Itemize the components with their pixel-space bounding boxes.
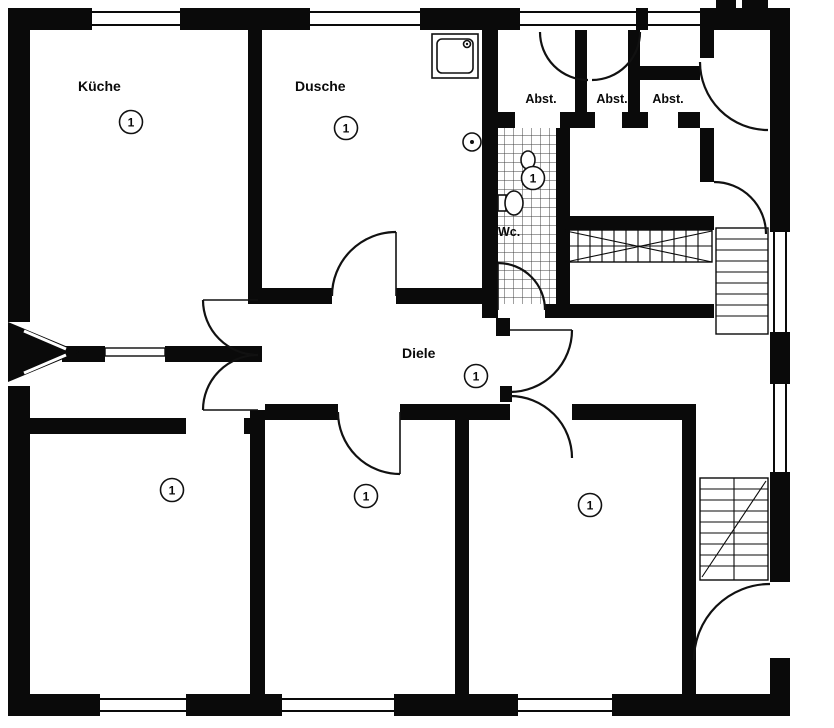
door-arc-icon	[713, 180, 768, 235]
door-arc-icon	[336, 411, 401, 476]
valve-icon	[462, 132, 482, 152]
unit-marker: 1	[577, 492, 603, 518]
chimney-mark	[742, 0, 768, 10]
wall-segment	[622, 112, 648, 128]
unit-marker: 1	[333, 115, 359, 141]
door-arc-icon	[497, 261, 547, 311]
room-labels: Küche Dusche Abst. Abst. Abst. Wc. Diele	[78, 78, 684, 361]
door-arc-icon	[509, 329, 574, 394]
svg-text:1: 1	[343, 122, 350, 136]
room-label-abst-2: Abst.	[596, 92, 627, 106]
wall-segment	[700, 30, 714, 58]
door-arc-icon	[330, 230, 397, 297]
wall-segment	[250, 410, 265, 694]
wall-segment	[682, 404, 696, 694]
room-label-abst-1: Abst.	[525, 92, 556, 106]
svg-text:1: 1	[363, 490, 370, 504]
room-label-abst-3: Abst.	[652, 92, 683, 106]
unit-marker: 1	[118, 109, 144, 135]
wall-segment	[700, 128, 714, 182]
wall-segment	[482, 304, 498, 318]
fixtures	[431, 33, 536, 216]
wall-segment	[400, 404, 455, 420]
door-arc-icon	[698, 61, 769, 132]
wall-segment	[248, 288, 332, 304]
chimney-mark	[716, 0, 736, 10]
wall-segment	[248, 30, 262, 288]
window-icon	[520, 8, 636, 30]
door-arc-icon	[692, 582, 771, 661]
svg-text:1: 1	[530, 172, 537, 186]
windows	[8, 8, 790, 716]
window-icon	[770, 232, 790, 332]
window-icon	[92, 8, 180, 30]
wall-segment	[165, 346, 230, 362]
sill-line	[104, 347, 166, 357]
wall-segment	[575, 30, 587, 112]
door-arc-icon	[201, 353, 259, 411]
stairs-icon	[715, 227, 769, 335]
wall-segment	[638, 66, 700, 80]
window-icon	[100, 694, 186, 716]
svg-text:1: 1	[587, 499, 594, 513]
window-icon	[518, 694, 612, 716]
room-label-dusche: Dusche	[295, 78, 346, 94]
stairs	[565, 227, 769, 581]
svg-text:1: 1	[169, 484, 176, 498]
door-arc-icon	[591, 31, 642, 82]
wall-segment	[482, 30, 498, 304]
unit-marker: 1	[353, 483, 379, 509]
room-label-kueche: Küche	[78, 78, 121, 94]
wall-segment	[455, 404, 510, 420]
wall-segment	[556, 128, 570, 310]
unit-markers: 1 1 1 1 1 1 1	[118, 109, 603, 518]
wall-segment	[570, 216, 714, 230]
doors	[201, 31, 771, 661]
shower-tray-icon	[431, 33, 479, 79]
wall-segment	[496, 318, 510, 336]
window-icon	[282, 694, 394, 716]
toilet-icon	[497, 190, 524, 216]
unit-marker: 1	[520, 165, 546, 191]
door-opening	[770, 582, 790, 658]
door-arc-icon	[538, 31, 589, 82]
unit-marker: 1	[463, 363, 489, 389]
unit-marker: 1	[159, 477, 185, 503]
bay-window-icon	[8, 322, 80, 386]
door-arc-icon	[509, 394, 574, 459]
window-icon	[310, 8, 420, 30]
wall-segment	[560, 112, 595, 128]
door-arc-icon	[201, 299, 259, 357]
stairs-icon	[699, 477, 769, 581]
wall-segment	[455, 420, 469, 694]
wall-segment	[678, 112, 700, 128]
wall-segment	[770, 8, 790, 716]
room-label-wc: Wc.	[498, 225, 520, 239]
room-label-diele: Diele	[402, 345, 436, 361]
wall-segment	[545, 304, 714, 318]
window-icon	[770, 384, 790, 472]
wall-segment	[396, 288, 496, 304]
stairs-icon	[565, 229, 713, 263]
wall-segment	[265, 404, 338, 420]
wall-segment	[500, 386, 512, 402]
svg-text:1: 1	[128, 116, 135, 130]
window-icon	[648, 8, 700, 30]
wall-segment	[498, 112, 515, 128]
svg-text:1: 1	[473, 370, 480, 384]
wall-segment	[30, 418, 186, 434]
wall-segment	[572, 404, 696, 420]
